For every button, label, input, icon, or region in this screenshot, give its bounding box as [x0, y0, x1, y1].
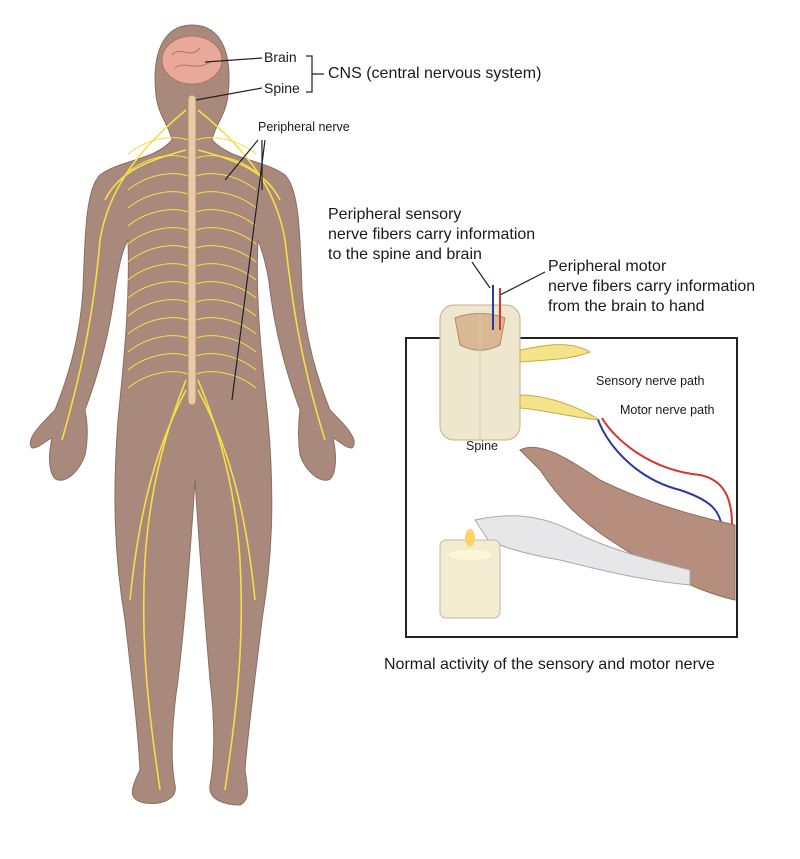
- spinal-cord: [187, 94, 197, 406]
- arm-hand: [519, 446, 736, 601]
- label-brain: Brain: [264, 49, 297, 65]
- intercostal-nerve: [195, 155, 257, 173]
- intercostal-nerve: [195, 281, 257, 299]
- intercostal-nerve: [195, 209, 257, 227]
- label-peripheral-nerve: Peripheral nerve: [258, 120, 350, 134]
- label-motor-path: Motor nerve path: [620, 403, 715, 417]
- intercostal-nerve: [127, 335, 189, 353]
- candle: [439, 529, 501, 619]
- intercostal-nerve: [127, 317, 189, 335]
- ghost-hand: [474, 515, 691, 586]
- intercostal-nerve: [127, 371, 189, 389]
- intercostal-nerve: [195, 245, 257, 263]
- intercostal-nerve: [127, 263, 189, 281]
- intercostal-nerve: [195, 371, 257, 389]
- label-motor-fibers: Peripheral motor nerve fibers carry info…: [548, 258, 756, 315]
- intercostal-nerve: [195, 263, 257, 281]
- intercostal-nerve: [195, 137, 257, 155]
- spinal-cord-section: [439, 304, 601, 441]
- intercostal-nerve: [195, 191, 257, 209]
- human-body: [29, 24, 355, 806]
- intercostal-nerve: [127, 191, 189, 209]
- label-inset-spine: Spine: [466, 439, 498, 453]
- motor-nerve-path: [601, 417, 733, 526]
- sensory-nerve-path: [597, 419, 723, 529]
- intercostal-nerve: [127, 245, 189, 263]
- intercostal-nerve: [195, 317, 257, 335]
- intercostal-nerves: [127, 137, 257, 389]
- label-cns: CNS (central nervous system): [328, 65, 542, 82]
- intercostal-nerve: [127, 353, 189, 371]
- label-sensory-path: Sensory nerve path: [596, 374, 705, 388]
- intercostal-nerve: [127, 281, 189, 299]
- intercostal-nerve: [195, 299, 257, 317]
- label-sensory-fibers: Peripheral sensory nerve fibers carry in…: [328, 206, 536, 263]
- intercostal-nerve: [127, 299, 189, 317]
- leader-lines: [195, 55, 625, 435]
- intercostal-nerve: [127, 227, 189, 245]
- label-spine: Spine: [264, 80, 300, 96]
- brain: [161, 35, 223, 85]
- intercostal-nerve: [195, 353, 257, 371]
- intercostal-nerve: [195, 227, 257, 245]
- intercostal-nerve: [195, 335, 257, 353]
- intercostal-nerve: [127, 155, 189, 173]
- intercostal-nerve: [127, 209, 189, 227]
- intercostal-nerve: [127, 137, 189, 155]
- peripheral-nerves: [61, 109, 326, 791]
- intercostal-nerve: [127, 173, 189, 191]
- caption: Normal activity of the sensory and motor…: [384, 656, 715, 673]
- intercostal-nerve: [195, 173, 257, 191]
